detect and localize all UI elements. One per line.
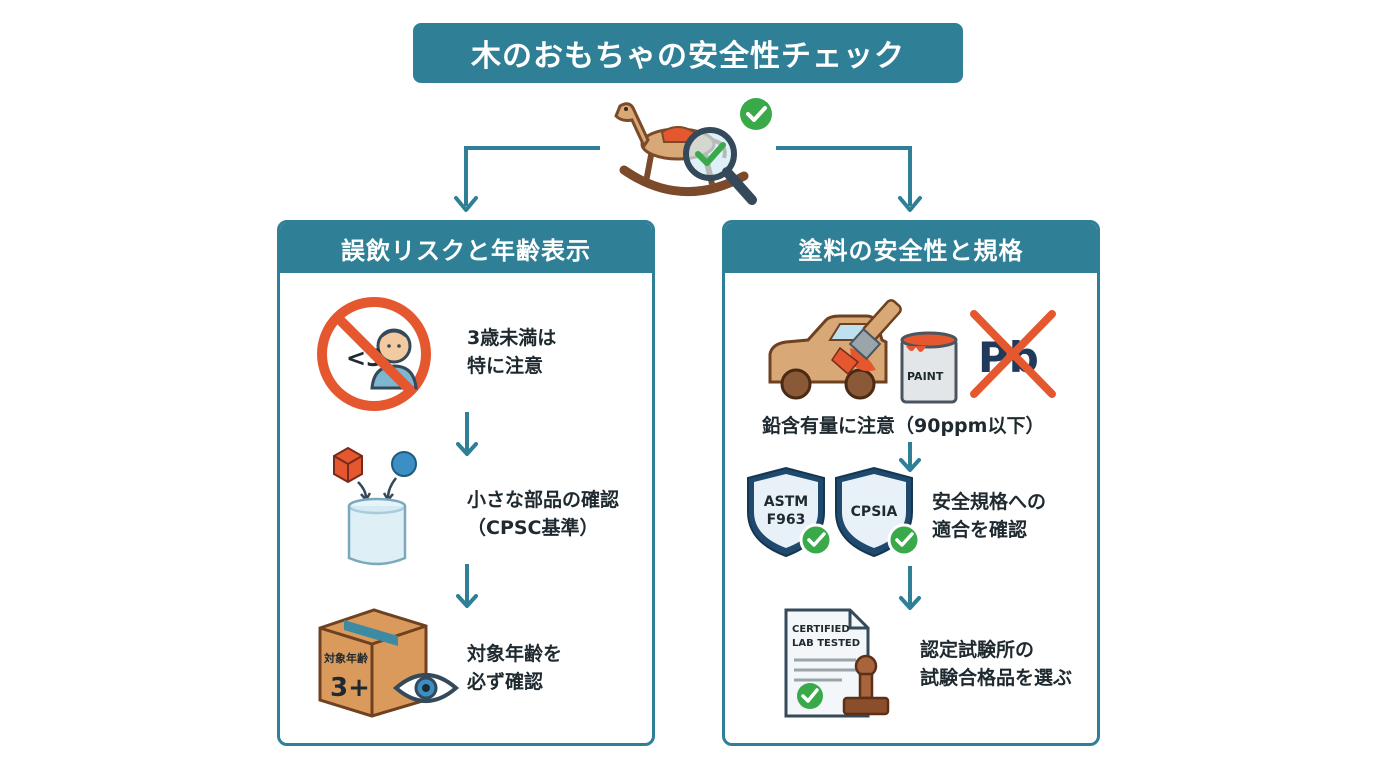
arrow-down-icon xyxy=(899,442,921,472)
standards-shields-icon: ASTM F963 CPSIA xyxy=(747,466,921,558)
no-under-3-icon: <3 xyxy=(317,297,431,411)
step-text-under-3: 3歳未満は 特に注意 xyxy=(467,327,557,377)
paint-label: PAINT xyxy=(907,370,944,383)
cert-line-2: LAB TESTED xyxy=(792,638,860,649)
step-text-age-label: 対象年齢を 必ず確認 xyxy=(467,643,563,693)
page-title: 木のおもちゃの安全性チェック xyxy=(413,23,963,83)
age-label-box-icon: 対象年齢 3+ xyxy=(318,608,460,718)
step-text-certified-lab: 認定試験所の 試験合格品を選ぶ xyxy=(920,639,1073,689)
small-parts-cylinder-icon xyxy=(333,446,417,566)
step-text-lead: 鉛含有量に注意（90ppm以下） xyxy=(762,415,1045,437)
step-text-small-parts: 小さな部品の確認 （CPSC基準） xyxy=(467,489,620,539)
panel-heading: 誤飲リスクと年齢表示 xyxy=(280,223,652,273)
box-label: 対象年齢 xyxy=(323,651,369,665)
step-text-standards: 安全規格への 適合を確認 xyxy=(932,491,1047,541)
arrow-down-icon xyxy=(456,412,478,456)
paint-no-lead-icon: PAINT Pb xyxy=(768,299,1056,404)
arrow-down-icon xyxy=(899,566,921,610)
shield-f963-text: F963 xyxy=(767,512,806,528)
box-age: 3+ xyxy=(330,673,370,703)
shield-astm-text: ASTM xyxy=(764,494,808,510)
shield-cpsia-text: CPSIA xyxy=(851,504,898,520)
arrow-down-icon xyxy=(456,564,478,608)
rocking-horse-magnifier-icon xyxy=(614,98,772,205)
cert-line-1: CERTIFIED xyxy=(792,624,850,635)
panel-heading: 塗料の安全性と規格 xyxy=(725,223,1097,273)
certificate-stamp-icon: CERTIFIED LAB TESTED xyxy=(784,608,890,718)
